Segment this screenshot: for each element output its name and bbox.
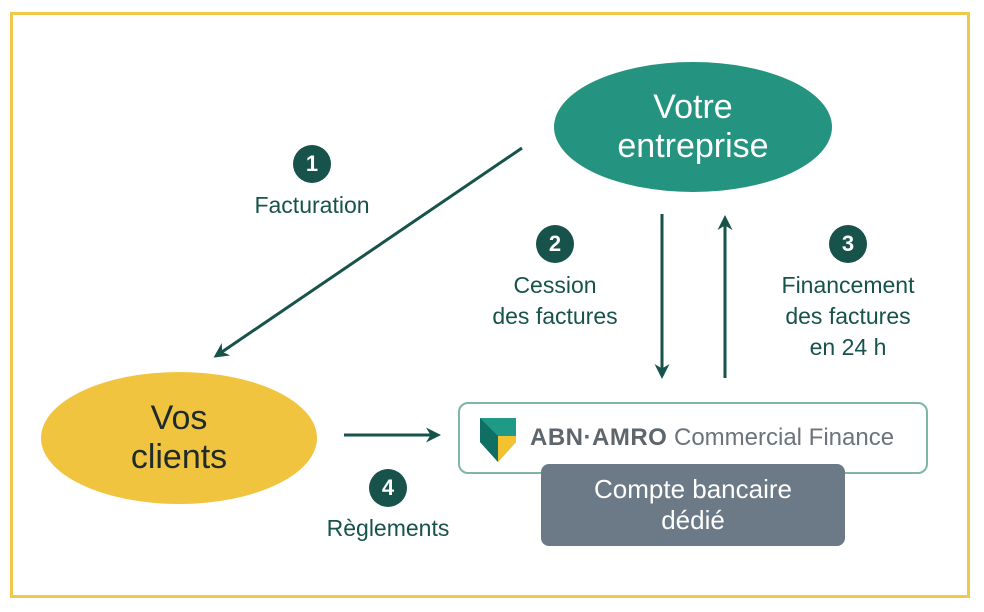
- node-label-line: Votre: [653, 87, 733, 126]
- step-4-badge: 4: [369, 469, 407, 507]
- step-3-badge: 3: [829, 225, 867, 263]
- step-number: 1: [305, 151, 319, 176]
- step-label-line: des factures: [492, 303, 618, 330]
- node-vos-clients: Vos clients: [41, 372, 317, 504]
- step-2-badge: 2: [536, 225, 574, 263]
- abn-amro-shield-icon: [480, 418, 516, 462]
- node-label-line: entreprise: [617, 127, 769, 165]
- node-label-line: Compte bancaire: [594, 473, 792, 504]
- bank-brand: ABN·AMRO: [530, 424, 668, 451]
- step-label-line: Facturation: [254, 192, 370, 218]
- node-label-line: Vos: [150, 398, 208, 437]
- step-label-line: Cession: [513, 272, 597, 298]
- step-number: 3: [841, 231, 855, 256]
- step-3-label: Financement des factures en 24 h: [748, 270, 948, 363]
- bank-suffix: Commercial Finance: [673, 424, 895, 451]
- node-compte-bancaire: Compte bancaire dédié: [541, 464, 845, 546]
- diagram-frame: [10, 12, 970, 598]
- step-label-line: Règlements: [326, 515, 450, 541]
- arrow-facturation: [213, 146, 523, 358]
- step-number: 4: [381, 475, 395, 500]
- step-label-line: Financement: [781, 272, 915, 298]
- step-2-label: Cession des factures: [465, 270, 645, 332]
- step-1-label: Facturation: [222, 190, 402, 221]
- node-label-line: dédié: [661, 505, 725, 535]
- bank-name: ABN·AMRO Commercial Finance: [530, 424, 894, 452]
- node-label-line: clients: [130, 438, 228, 476]
- step-label-line: en 24 h: [809, 334, 887, 361]
- step-number: 2: [548, 231, 562, 256]
- step-1-badge: 1: [293, 145, 331, 183]
- step-4-label: Règlements: [298, 513, 478, 544]
- node-votre-entreprise: Votre entreprise: [554, 62, 832, 192]
- bank-box: ABN·AMRO Commercial Finance: [458, 402, 928, 474]
- step-label-line: des factures: [785, 303, 911, 330]
